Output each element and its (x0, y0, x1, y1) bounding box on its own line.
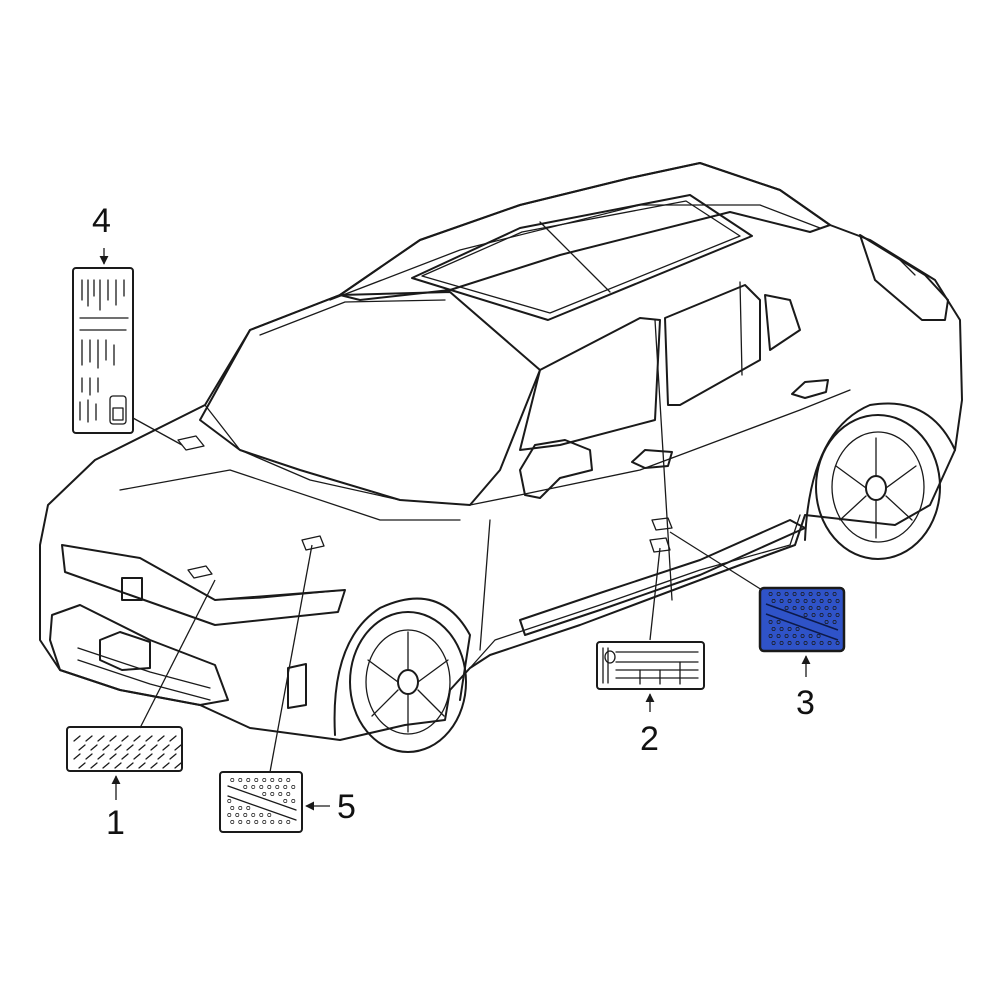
front-wheel (333, 597, 471, 753)
part-1-label[interactable] (66, 726, 183, 772)
rear-wheel (804, 402, 956, 560)
part-5-label[interactable] (219, 771, 303, 833)
callout-5: 5 (337, 788, 356, 826)
callout-4: 4 (92, 202, 111, 240)
part-4-label[interactable] (72, 267, 134, 434)
callout-2: 2 (640, 720, 659, 758)
part-2-label[interactable] (596, 641, 705, 690)
part-3-label[interactable] (758, 586, 846, 653)
callout-1: 1 (106, 804, 125, 842)
callout-3: 3 (796, 684, 815, 722)
vehicle-illustration (39, 162, 963, 753)
